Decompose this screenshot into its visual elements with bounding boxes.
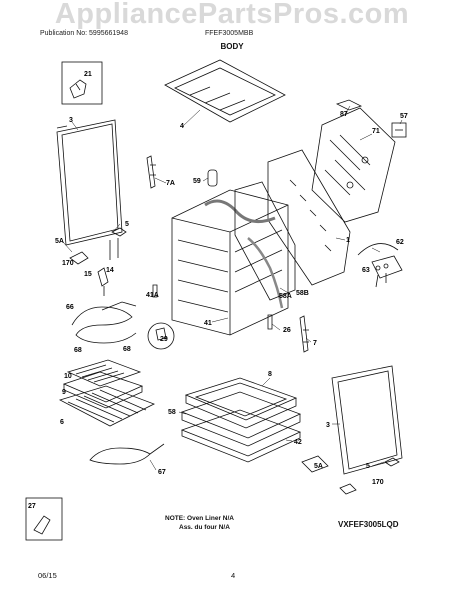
label-5a-right: 5A xyxy=(314,463,323,470)
part-26-bracket xyxy=(267,314,273,330)
footer-date: 06/15 xyxy=(38,571,57,580)
note-block: NOTE: Oven Liner N/A Ass. du four N/A xyxy=(165,514,234,532)
label-10: 10 xyxy=(64,373,72,380)
publication-number: Publication No: 5995661948 xyxy=(40,30,128,37)
label-26: 26 xyxy=(283,327,291,334)
part-41a-bracket xyxy=(152,284,158,298)
model-number: FFEF3005MBB xyxy=(205,30,254,37)
part-5a-hinge-right xyxy=(301,455,400,495)
part-71-rear-panel xyxy=(311,107,396,223)
part-1-insulation-blanket xyxy=(234,181,296,301)
part-42-drawer-bottom xyxy=(180,409,302,463)
part-58-drawer-frame xyxy=(180,391,302,447)
part-7-hinge-bracket xyxy=(299,315,309,353)
label-27: 27 xyxy=(28,503,36,510)
label-3-left: 3 xyxy=(69,117,73,124)
label-9: 9 xyxy=(62,389,66,396)
label-8: 8 xyxy=(268,371,272,378)
label-58b: 58B xyxy=(296,290,309,297)
label-42: 42 xyxy=(294,439,302,446)
part-29-switch-inset xyxy=(147,322,175,350)
label-66: 66 xyxy=(66,304,74,311)
part-27-inset xyxy=(25,497,63,541)
part-8-drawer-liner xyxy=(184,377,298,429)
label-87: 87 xyxy=(340,111,348,118)
part-3-side-panel-left xyxy=(56,119,123,246)
note-line-1: NOTE: Oven Liner N/A xyxy=(165,515,234,522)
part-number-labels: 21 3 4 87 57 71 7A 59 5 5A 170 15 14 66 … xyxy=(28,71,408,510)
part-10-broil-pan-insert xyxy=(66,359,142,387)
label-58a: 58A xyxy=(279,293,292,300)
label-15: 15 xyxy=(84,271,92,278)
label-68-a: 68 xyxy=(74,347,82,354)
part-5-hinge-left xyxy=(69,227,127,265)
section-title: BODY xyxy=(220,42,244,51)
note-line-2: Ass. du four N/A xyxy=(179,524,230,531)
label-21: 21 xyxy=(84,71,92,78)
label-57: 57 xyxy=(400,113,408,120)
label-4: 4 xyxy=(180,123,184,130)
label-1: 1 xyxy=(346,237,350,244)
part-21-bracket-inset xyxy=(61,61,103,105)
label-3-right: 3 xyxy=(326,422,330,429)
label-5a-left: 5A xyxy=(55,238,64,245)
label-41a: 41A xyxy=(146,292,159,299)
label-58: 58 xyxy=(168,409,176,416)
label-63: 63 xyxy=(362,267,370,274)
label-5-left: 5 xyxy=(125,221,129,228)
oven-body-frame xyxy=(171,189,289,336)
label-71: 71 xyxy=(372,128,380,135)
label-67: 67 xyxy=(158,469,166,476)
label-170-left: 170 xyxy=(62,260,74,267)
label-5-right: 5 xyxy=(366,463,370,470)
part-15-14-bracket xyxy=(97,267,109,296)
part-87-plate xyxy=(335,99,363,111)
label-170-right: 170 xyxy=(372,479,384,486)
part-9-broil-pan xyxy=(62,371,144,409)
part-6-oven-rack xyxy=(58,385,155,427)
part-57-clip xyxy=(391,122,407,138)
part-67-broil-element xyxy=(89,443,165,465)
label-41: 41 xyxy=(204,320,212,327)
footer-page-number: 4 xyxy=(231,571,236,580)
label-59: 59 xyxy=(193,178,201,185)
part-59-cylinder xyxy=(207,169,218,187)
watermark: AppliancePartsPros.com xyxy=(54,0,410,30)
part-7a-hinge-bracket xyxy=(146,155,156,189)
part-3-side-panel-right xyxy=(331,365,403,475)
leader-lines xyxy=(62,105,403,471)
part-4-top-panel xyxy=(164,59,286,123)
label-7: 7 xyxy=(313,340,317,347)
part-66-bake-element xyxy=(71,301,137,344)
label-7a: 7A xyxy=(166,180,175,187)
label-6: 6 xyxy=(60,419,64,426)
label-62: 62 xyxy=(396,239,404,246)
label-29: 29 xyxy=(160,336,168,343)
label-68-b: 68 xyxy=(123,346,131,353)
diagram-code: VXFEF3005LQD xyxy=(338,520,399,529)
part-62-terminal-block xyxy=(357,243,403,288)
label-14: 14 xyxy=(106,267,114,274)
